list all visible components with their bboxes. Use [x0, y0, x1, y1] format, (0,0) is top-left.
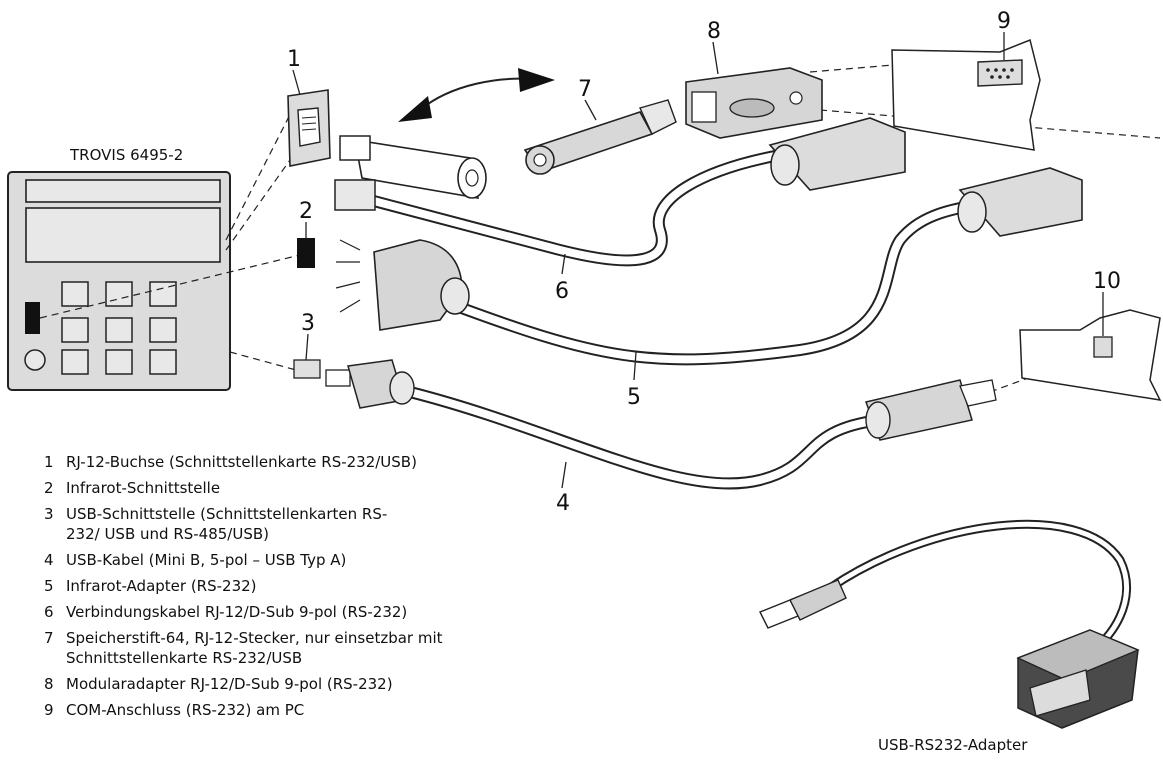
adapter-label: USB-RS232-Adapter	[878, 736, 1028, 754]
legend-text: Infrarot-Schnittstelle	[66, 479, 221, 497]
legend-text: RJ-12-Buchse (Schnittstellenkarte RS-232…	[66, 453, 417, 471]
double-arrow	[398, 68, 555, 122]
legend-number: 1	[44, 453, 54, 471]
cable-rj12-dsub	[334, 117, 906, 267]
legend-text: Verbindungskabel RJ-12/D-Sub 9-pol (RS-2…	[66, 603, 408, 621]
callout-5: 5	[627, 385, 641, 410]
usb-cable	[325, 359, 997, 490]
pc-com-panel	[891, 38, 1041, 151]
legend-number: 9	[44, 701, 54, 719]
callout-7: 7	[578, 77, 592, 102]
callout-3: 3	[301, 311, 315, 336]
legend-item: 6 Verbindungskabel RJ-12/D-Sub 9-pol (RS-…	[44, 602, 574, 622]
legend-item: 7 Speicherstift-64, RJ-12-Stecker, nur ei…	[44, 628, 574, 668]
legend-item: 2 Infrarot-Schnittstelle	[44, 478, 574, 498]
legend-number: 7	[44, 629, 54, 647]
legend-number: 8	[44, 675, 54, 693]
legend-number: 3	[44, 505, 54, 523]
memory-stick	[523, 99, 677, 175]
infrared-adapter	[335, 167, 1083, 366]
legend: 1 RJ-12-Buchse (Schnittstellenkarte RS-23…	[44, 452, 574, 726]
legend-item: 1 RJ-12-Buchse (Schnittstellenkarte RS-23…	[44, 452, 574, 472]
trovis-device	[7, 171, 231, 391]
legend-number: 4	[44, 551, 54, 569]
usb-interface	[293, 359, 321, 379]
legend-text: Speicherstift-64, RJ-12-Stecker, nur ein…	[66, 629, 443, 667]
callout-9: 9	[997, 9, 1011, 34]
legend-text: COM-Anschluss (RS-232) am PC	[66, 701, 305, 719]
modular-adapter	[685, 67, 823, 139]
usb-rs232-adapter	[759, 519, 1140, 729]
callout-2: 2	[299, 199, 313, 224]
callout-leaders	[292, 32, 1104, 489]
legend-item: 5 Infrarot-Adapter (RS-232)	[44, 576, 574, 596]
rj12-stick-plug	[339, 135, 487, 199]
legend-text: Infrarot-Adapter (RS-232)	[66, 577, 257, 595]
callout-10: 10	[1093, 269, 1121, 294]
rj12-socket	[287, 89, 331, 167]
callout-1: 1	[287, 47, 301, 72]
legend-text: USB-Schnittstelle (Schnittstellenkarten …	[66, 505, 388, 543]
callout-8: 8	[707, 19, 721, 44]
infrared-interface	[297, 238, 315, 268]
callout-4: 4	[556, 491, 570, 516]
legend-item: 8 Modularadapter RJ-12/D-Sub 9-pol (RS-23…	[44, 674, 574, 694]
legend-text: USB-Kabel (Mini B, 5-pol – USB Typ A)	[66, 551, 347, 569]
callout-6: 6	[555, 279, 569, 304]
legend-text: Modularadapter RJ-12/D-Sub 9-pol (RS-232…	[66, 675, 393, 693]
legend-item: 9 COM-Anschluss (RS-232) am PC	[44, 700, 574, 720]
legend-item: 3 USB-Schnittstelle (Schnittstellenkarten…	[44, 504, 574, 544]
legend-item: 4 USB-Kabel (Mini B, 5-pol – USB Typ A)	[44, 550, 574, 570]
legend-number: 5	[44, 577, 54, 595]
device-label: TROVIS 6495-2	[69, 146, 183, 164]
pc-usb-panel	[1019, 309, 1162, 401]
legend-number: 6	[44, 603, 54, 621]
legend-number: 2	[44, 479, 54, 497]
